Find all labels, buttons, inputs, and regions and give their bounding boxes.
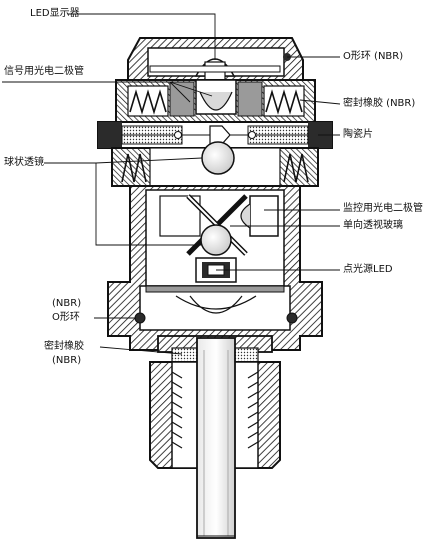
- label-nbr-bottom: (NBR): [52, 355, 82, 366]
- label-seal-rubber-top: 密封橡胶 (NBR): [343, 98, 416, 109]
- label-led-display: LED显示器: [30, 8, 80, 19]
- ceramic-band: [97, 121, 333, 149]
- main-body: [107, 185, 323, 351]
- label-o-ring-top: O形环 (NBR): [343, 51, 404, 62]
- ball-lens-upper: [201, 141, 235, 175]
- label-one-way-mirror: 单向透视玻璃: [343, 220, 403, 231]
- label-point-led: 点光源LED: [343, 264, 393, 275]
- label-signal-photodiode: 信号用光电二极管: [4, 66, 84, 77]
- label-o-ring-side: O形环: [52, 312, 80, 323]
- upper-body: [115, 79, 316, 123]
- label-ceramic-plate: 陶瓷片: [343, 129, 373, 140]
- label-ball-lens: 球状透镜: [4, 157, 44, 168]
- label-monitor-photodiode: 监控用光电二极管: [343, 203, 423, 214]
- leader-lines: [2, 13, 341, 355]
- label-nbr-side: (NBR): [52, 298, 82, 309]
- cable: [196, 337, 236, 539]
- top-cap: [127, 37, 304, 81]
- label-seal-rubber-bottom: 密封橡胶: [44, 341, 84, 352]
